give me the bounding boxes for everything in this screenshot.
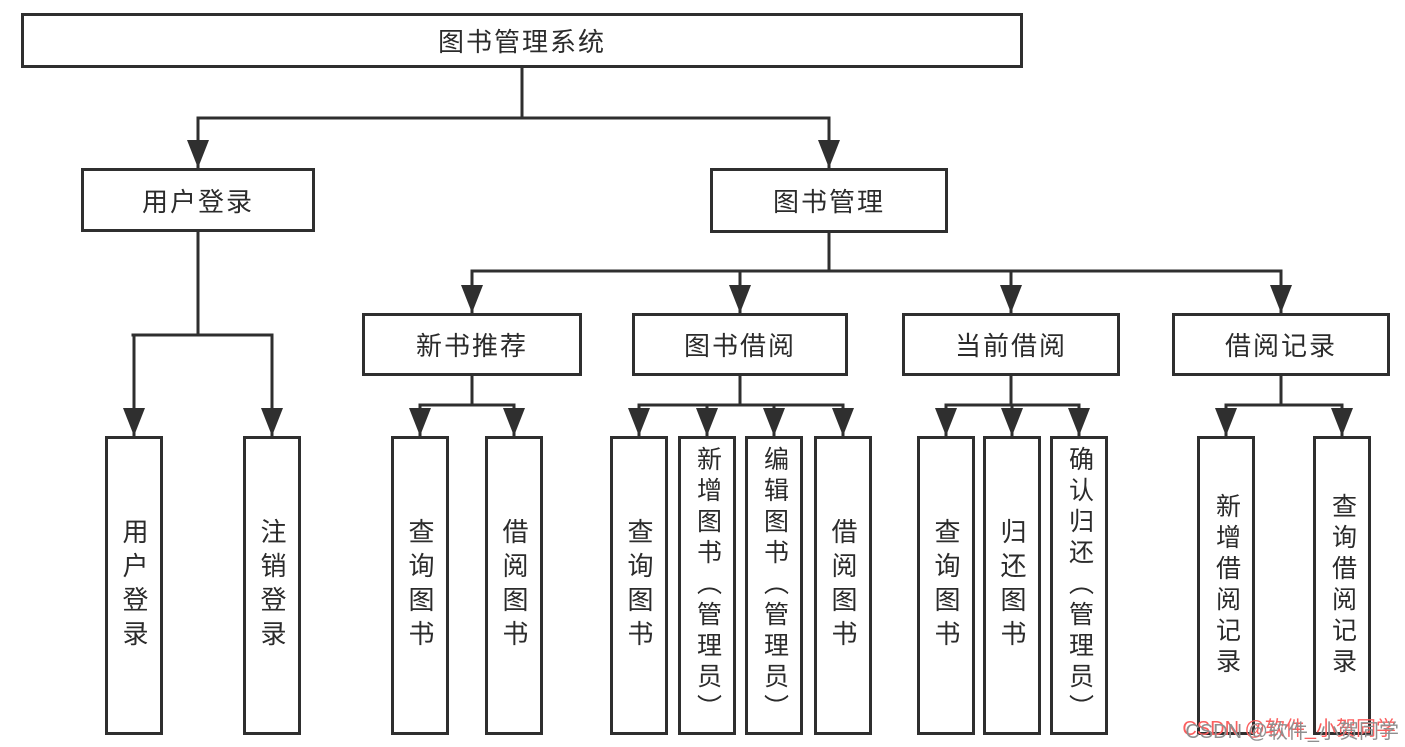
node-label: 当前借阅 xyxy=(954,331,1067,361)
node-borrowing-records: 借阅记录 xyxy=(1172,313,1390,376)
leaf-label: 查询图书 xyxy=(405,517,435,654)
node-label: 借阅记录 xyxy=(1224,331,1337,361)
node-new-book-recommend: 新书推荐 xyxy=(362,313,582,376)
leaf-label: 新增图书（管理员） xyxy=(693,446,722,725)
node-label: 用户登录 xyxy=(141,186,254,217)
leaf-label: 编辑图书（管理员） xyxy=(760,446,789,725)
node-label: 图书借阅 xyxy=(683,331,796,361)
leaf-label: 归还图书 xyxy=(997,517,1027,654)
leaf-add-books-admin: 新增图书（管理员） xyxy=(678,436,736,735)
leaf-query-books: 查询图书 xyxy=(610,436,668,735)
tree-spine-segments xyxy=(131,64,1344,407)
leaf-label: 借阅图书 xyxy=(499,517,529,654)
leaf-query-books: 查询图书 xyxy=(917,436,975,735)
leaf-add-borrow-record: 新增借阅记录 xyxy=(1197,436,1255,735)
node-root-library-system: 图书管理系统 xyxy=(21,13,1023,68)
leaf-query-borrow-record: 查询借阅记录 xyxy=(1313,436,1371,735)
leaf-label: 新增借阅记录 xyxy=(1212,492,1241,679)
node-book-borrowing: 图书借阅 xyxy=(632,313,848,376)
leaf-label: 注销登录 xyxy=(257,517,287,654)
node-current-borrowing: 当前借阅 xyxy=(902,313,1120,376)
csdn-watermark: CSDN @软件_小贺同学 CSDN @软件_小贺同学 xyxy=(1182,718,1399,744)
leaf-return-books: 归还图书 xyxy=(983,436,1041,735)
leaf-borrow-books: 借阅图书 xyxy=(485,436,543,735)
leaf-edit-books-admin: 编辑图书（管理员） xyxy=(745,436,803,735)
node-label: 图书管理 xyxy=(772,187,885,217)
leaf-label: 查询图书 xyxy=(624,517,654,654)
csdn-watermark-shadow: CSDN @软件_小贺同学 xyxy=(1182,718,1396,740)
leaf-borrow-books: 借阅图书 xyxy=(814,436,872,735)
leaf-label: 查询图书 xyxy=(931,517,961,654)
node-label: 新书推荐 xyxy=(415,331,528,361)
leaf-logout: 注销登录 xyxy=(243,436,301,735)
leaf-label: 确认归还（管理员） xyxy=(1065,446,1094,725)
leaf-label: 查询借阅记录 xyxy=(1328,492,1357,679)
node-label: 图书管理系统 xyxy=(437,27,606,57)
node-book-management: 图书管理 xyxy=(710,168,948,233)
leaf-user-login: 用户登录 xyxy=(105,436,163,735)
leaf-label: 借阅图书 xyxy=(828,517,858,654)
leaf-confirm-return-admin: 确认归还（管理员） xyxy=(1050,436,1108,735)
node-user-login: 用户登录 xyxy=(81,168,315,232)
leaf-query-books: 查询图书 xyxy=(391,436,449,735)
leaf-label: 用户登录 xyxy=(119,517,149,654)
csdn-watermark-text: CSDN @软件_小贺同学 xyxy=(1185,721,1399,743)
tree-arrow-segments xyxy=(123,116,1353,438)
